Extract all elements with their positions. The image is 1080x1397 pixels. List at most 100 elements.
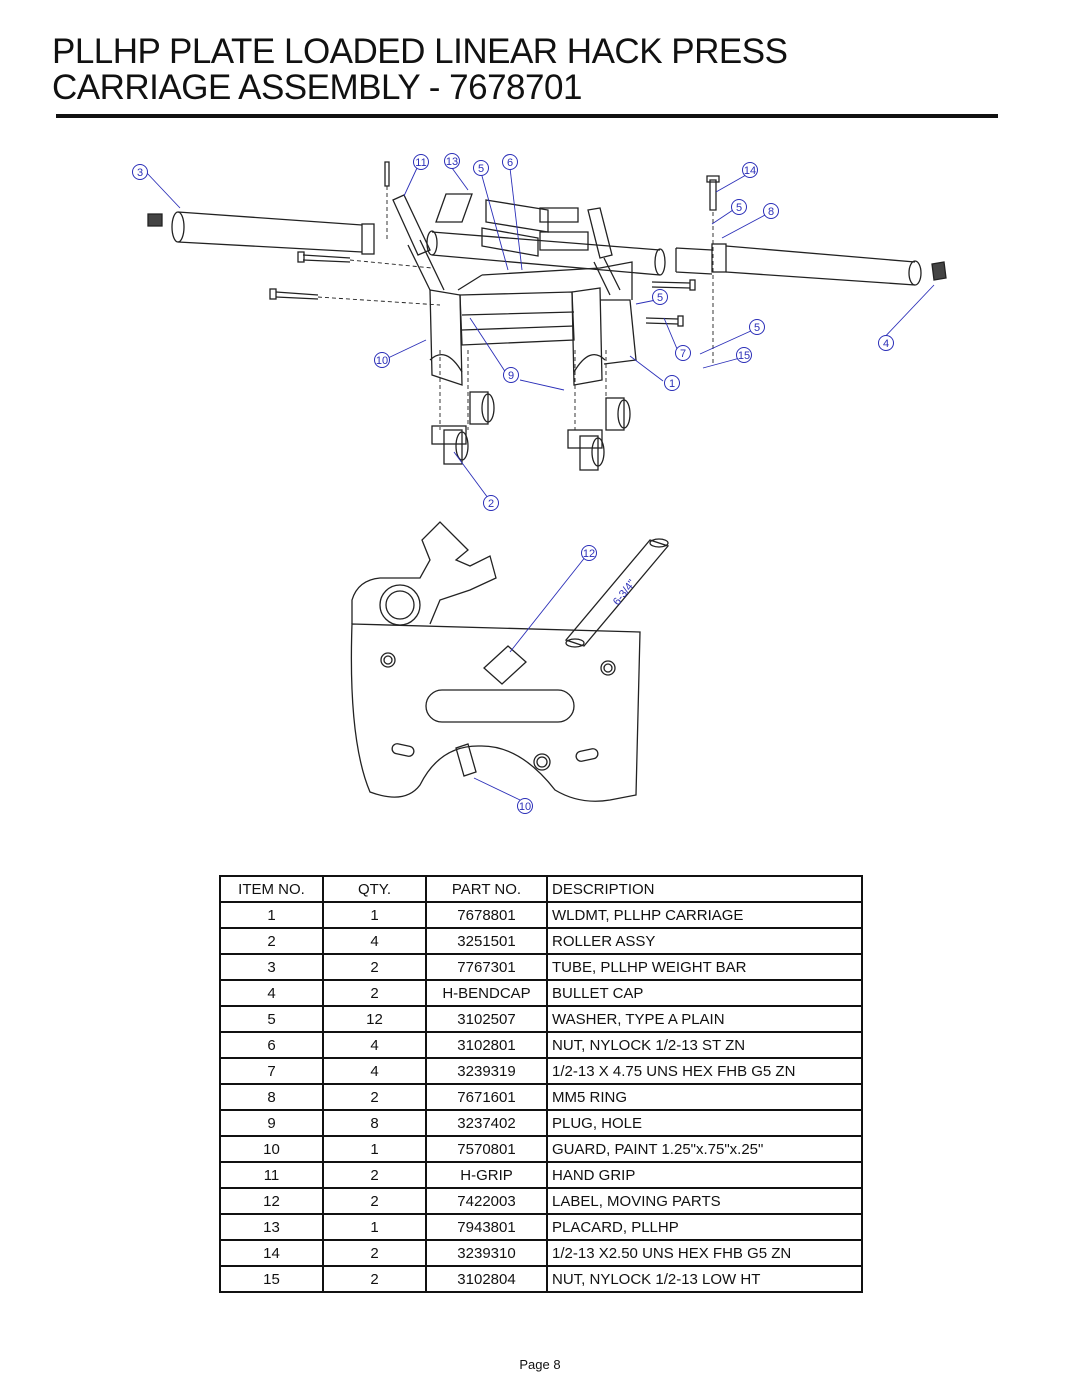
cell-qty: 1 <box>322 1135 427 1163</box>
bolt-right-2 <box>645 315 684 327</box>
cell-item-no: 14 <box>219 1239 324 1267</box>
cell-qty: 8 <box>322 1109 427 1137</box>
svg-text:7: 7 <box>680 348 686 360</box>
side-view-hand-grip <box>564 538 670 648</box>
left-hand-grip <box>392 194 445 291</box>
cell-description: LABEL, MOVING PARTS <box>546 1187 863 1215</box>
svg-text:1: 1 <box>669 378 675 390</box>
callout-10-bottom: 10 <box>517 798 533 814</box>
table-header-row: ITEM NO. QTY. PART NO. DESCRIPTION <box>219 875 863 903</box>
callout-13: 13 <box>444 153 460 169</box>
cell-description: ROLLER ASSY <box>546 927 863 955</box>
cell-description: WASHER, TYPE A PLAIN <box>546 1005 863 1033</box>
cell-part-no: 3239310 <box>425 1239 548 1267</box>
page-number: Page 8 <box>519 1357 561 1372</box>
svg-text:10: 10 <box>376 355 388 367</box>
cell-part-no: 7570801 <box>425 1135 548 1163</box>
cell-item-no: 11 <box>219 1161 324 1189</box>
callout-1: 1 <box>664 375 680 391</box>
exploded-assembly-diagram: 3 11 13 5 6 14 5 8 5 5 4 7 15 10 9 1 2 1… <box>132 153 947 814</box>
cell-item-no: 7 <box>219 1057 324 1085</box>
cell-part-no: 7422003 <box>425 1187 548 1215</box>
cell-description: MM5 RING <box>546 1083 863 1111</box>
svg-text:5: 5 <box>657 292 663 304</box>
bolt-right-1 <box>651 279 696 291</box>
roller-upper-left <box>469 391 495 425</box>
cell-item-no: 13 <box>219 1213 324 1241</box>
callout-6: 6 <box>502 154 518 170</box>
callout-bubbles: 3 11 13 5 6 14 5 8 5 5 4 7 15 10 9 1 2 1… <box>132 153 894 814</box>
svg-text:15: 15 <box>738 350 750 362</box>
bolt-left-2 <box>269 288 319 300</box>
cell-qty: 2 <box>322 1239 427 1267</box>
svg-text:14: 14 <box>744 165 756 177</box>
cell-qty: 12 <box>322 1005 427 1033</box>
svg-text:13: 13 <box>446 156 458 168</box>
right-hand-grip <box>587 207 621 296</box>
label-12-plate <box>483 645 527 685</box>
cell-part-no: 3102801 <box>425 1031 548 1059</box>
upper-brackets <box>481 199 589 257</box>
cell-qty: 1 <box>322 901 427 929</box>
svg-text:4: 4 <box>883 338 889 350</box>
callout-7: 7 <box>675 345 691 361</box>
cell-description: TUBE, PLLHP WEIGHT BAR <box>546 953 863 981</box>
header-qty: QTY. <box>322 875 427 903</box>
cell-description: GUARD, PAINT 1.25"x.75"x.25" <box>546 1135 863 1163</box>
title-line-2: CARRIAGE ASSEMBLY - 7678701 <box>52 68 582 107</box>
bolt-left-1 <box>297 251 351 263</box>
cell-item-no: 3 <box>219 953 324 981</box>
cell-item-no: 4 <box>219 979 324 1007</box>
callout-8: 8 <box>763 203 779 219</box>
cell-description: NUT, NYLOCK 1/2-13 ST ZN <box>546 1031 863 1059</box>
cell-description: 1/2-13 X 4.75 UNS HEX FHB G5 ZN <box>546 1057 863 1085</box>
right-bullet-cap <box>931 261 947 281</box>
callout-4: 4 <box>878 335 894 351</box>
callout-9: 9 <box>503 367 519 383</box>
callout-5-top: 5 <box>473 160 489 176</box>
callout-5-right-top: 5 <box>731 199 747 215</box>
cell-part-no: 7671601 <box>425 1083 548 1111</box>
svg-text:11: 11 <box>415 157 426 169</box>
cell-item-no: 9 <box>219 1109 324 1137</box>
svg-text:9: 9 <box>508 370 514 382</box>
roller-lower-right <box>567 429 605 471</box>
cell-item-no: 10 <box>219 1135 324 1163</box>
header-item-no: ITEM NO. <box>219 875 324 903</box>
cell-part-no: 3102804 <box>425 1265 548 1293</box>
cell-part-no: 3102507 <box>425 1005 548 1033</box>
svg-text:12: 12 <box>583 548 595 560</box>
cell-qty: 4 <box>322 927 427 955</box>
cell-qty: 2 <box>322 1265 427 1293</box>
cell-description: BULLET CAP <box>546 979 863 1007</box>
left-bullet-cap <box>147 213 163 227</box>
svg-text:5: 5 <box>754 322 760 334</box>
callout-leaders <box>145 167 935 801</box>
header-part-no: PART NO. <box>425 875 548 903</box>
svg-text:5: 5 <box>478 163 484 175</box>
cell-part-no: 3251501 <box>425 927 548 955</box>
callout-5-right-mid: 5 <box>652 289 668 305</box>
callout-11: 11 <box>413 154 429 170</box>
callout-14: 14 <box>742 162 758 178</box>
cell-item-no: 15 <box>219 1265 324 1293</box>
callout-12: 12 <box>581 545 597 561</box>
svg-text:10: 10 <box>519 801 531 813</box>
callout-3: 3 <box>132 164 148 180</box>
cell-part-no: 3239319 <box>425 1057 548 1085</box>
callout-10-top: 10 <box>374 352 390 368</box>
cell-item-no: 12 <box>219 1187 324 1215</box>
cell-qty: 2 <box>322 1083 427 1111</box>
right-weight-bar-tube <box>675 243 922 286</box>
carriage-side-view <box>350 521 641 802</box>
cell-item-no: 2 <box>219 927 324 955</box>
cell-qty: 4 <box>322 1057 427 1085</box>
